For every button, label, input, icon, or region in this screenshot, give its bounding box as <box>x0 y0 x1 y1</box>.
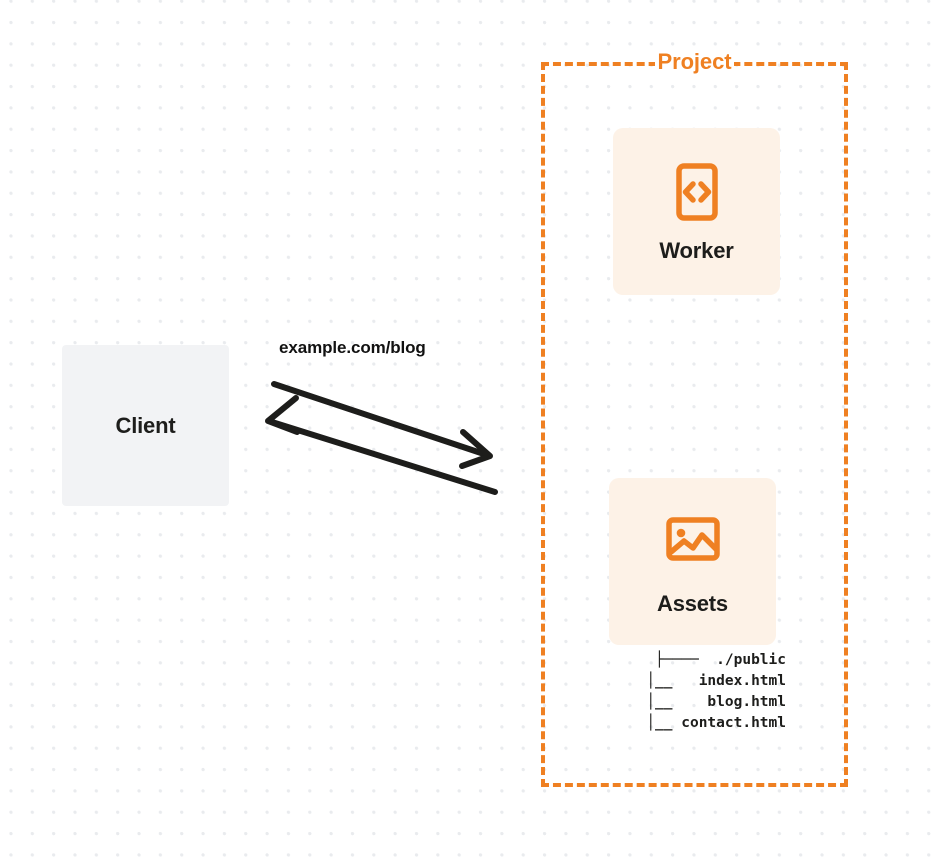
request-url-label: example.com/blog <box>279 338 426 357</box>
worker-label: Worker <box>659 237 734 263</box>
client-node[interactable]: Client <box>62 345 229 506</box>
file-tree-line-blog: │__ blog.html <box>628 694 786 710</box>
assets-label: Assets <box>657 590 728 616</box>
file-tree-line-index: │__ index.html <box>628 673 786 689</box>
arrow-client-to-project <box>271 381 493 469</box>
file-tree-line-contact: │__ contact.html <box>628 715 786 731</box>
project-label-text: Project <box>654 48 735 76</box>
client-label: Client <box>115 412 176 438</box>
assets-node[interactable]: Assets <box>609 478 776 645</box>
file-tree: ├──── ./public │__ index.html │__ blog.h… <box>586 650 786 734</box>
image-icon <box>662 508 724 570</box>
request-response-arrows <box>250 360 520 520</box>
arrow-project-to-client <box>265 395 498 495</box>
worker-node[interactable]: Worker <box>613 128 780 295</box>
code-brackets-icon <box>666 161 728 223</box>
project-label: Project <box>541 48 848 76</box>
file-tree-line-root: ├──── ./public <box>655 652 786 668</box>
